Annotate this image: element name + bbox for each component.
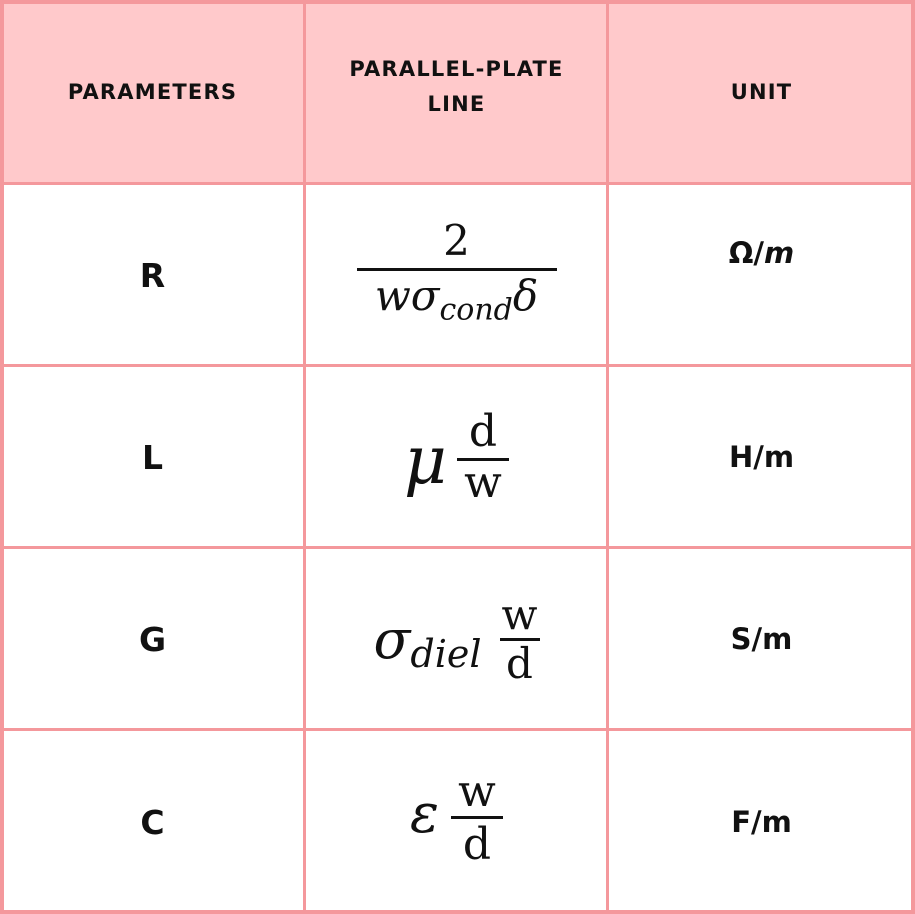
- fraction-bar: [450, 815, 503, 819]
- unit-g: S/m: [730, 622, 793, 656]
- grid-line: [911, 0, 915, 914]
- formula-g-numerator: w: [501, 589, 538, 639]
- formula-c: ε w d: [410, 765, 503, 870]
- formula-g-denominator: d: [506, 638, 533, 688]
- formula-l: μ d w: [404, 405, 509, 508]
- formula-cell-l: μ d w: [305, 366, 608, 548]
- grid-line: [0, 364, 915, 367]
- formula-c-numerator: w: [458, 765, 496, 817]
- fraction-bar: [356, 268, 557, 272]
- formula-r-den-sub: cond: [439, 292, 513, 328]
- unit-r-prefix: Ω/: [728, 236, 765, 270]
- formula-cell-c: ε w d: [305, 730, 608, 914]
- header-unit: UNIT: [608, 0, 915, 184]
- unit-l: H/m: [728, 440, 795, 474]
- formula-l-coef: μ: [404, 421, 447, 499]
- grid-line: [0, 546, 915, 549]
- formula-g: σ diel w d: [373, 589, 540, 688]
- header-parallel-plate-line: PARALLEL-PLATE LINE: [305, 0, 608, 184]
- header-parameters-label: PARAMETERS: [67, 79, 238, 104]
- param-cell-l: L: [0, 366, 305, 548]
- header-row: [0, 0, 915, 184]
- grid-line: [0, 0, 915, 4]
- formula-r-den-tail: δ: [512, 271, 539, 321]
- unit-c: F/m: [731, 805, 792, 839]
- param-cell-r: R: [0, 184, 305, 366]
- formula-g-coef: σ: [373, 607, 411, 671]
- fraction-bar: [499, 637, 540, 641]
- param-l: L: [141, 437, 164, 477]
- grid-line: [606, 0, 609, 914]
- formula-cell-r: 2 wσcondδ: [305, 184, 608, 366]
- formula-l-denominator: w: [464, 456, 502, 508]
- formula-r-den-main: wσ: [374, 271, 440, 321]
- unit-cell-l: H/m: [608, 366, 915, 548]
- header-parallel-plate-label-line1: PARALLEL-PLATE: [349, 57, 564, 81]
- formula-c-coef: ε: [410, 781, 439, 845]
- unit-cell-r: Ω/m: [608, 184, 915, 366]
- formula-r: 2 wσcondδ: [356, 216, 557, 325]
- grid-line: [0, 910, 915, 914]
- unit-cell-g: S/m: [608, 548, 915, 730]
- formula-r-numerator: 2: [443, 216, 470, 266]
- header-unit-label: UNIT: [730, 79, 793, 104]
- formula-r-denominator: wσcondδ: [375, 271, 538, 325]
- formula-cell-g: σ diel w d: [305, 548, 608, 730]
- formula-g-fraction: w d: [499, 589, 540, 688]
- formula-l-fraction: d w: [456, 405, 509, 508]
- grid-line: [0, 728, 915, 731]
- unit-r-suffix: m: [764, 236, 795, 270]
- param-g: G: [138, 619, 167, 659]
- grid-line: [0, 182, 915, 185]
- header-parallel-plate-label-line2: LINE: [427, 92, 486, 116]
- fraction-bar: [456, 457, 509, 461]
- param-c: C: [140, 802, 165, 842]
- param-cell-c: C: [0, 730, 305, 914]
- header-parameters: PARAMETERS: [0, 0, 305, 184]
- param-r: R: [139, 255, 166, 295]
- unit-r: Ω/m: [729, 236, 794, 270]
- formula-c-fraction: w d: [450, 765, 503, 870]
- grid-line: [303, 0, 306, 914]
- unit-cell-c: F/m: [608, 730, 915, 914]
- formula-g-coef-sub: diel: [410, 632, 482, 676]
- formula-l-numerator: d: [468, 405, 498, 457]
- param-cell-g: G: [0, 548, 305, 730]
- formula-c-denominator: d: [462, 818, 492, 870]
- grid-line: [0, 0, 4, 914]
